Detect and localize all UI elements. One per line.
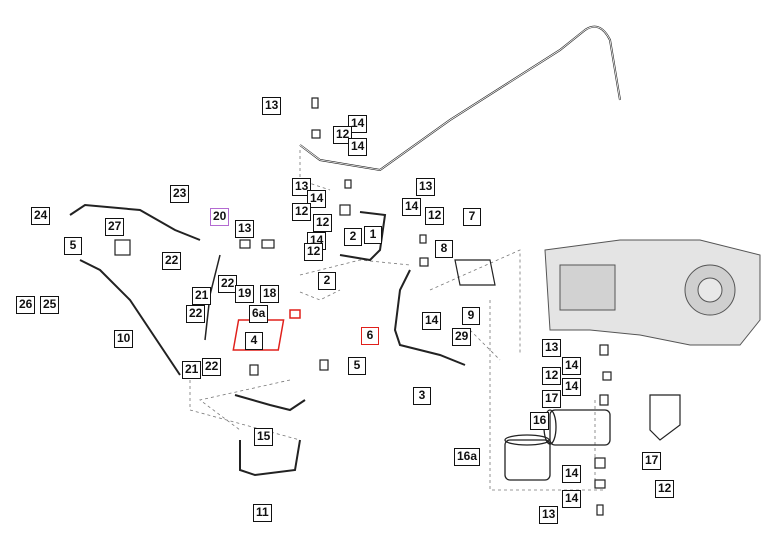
- callout-box: 12: [292, 203, 312, 221]
- callout-box: 16a: [454, 448, 481, 466]
- callout-box: 22: [218, 275, 238, 293]
- callout-box: 16: [530, 412, 550, 430]
- callout-box: 10: [114, 330, 134, 348]
- callout-box: 20: [210, 208, 230, 226]
- filter-16a: [504, 434, 551, 481]
- callout-box: 17: [542, 390, 562, 408]
- callout-box: 24: [31, 207, 51, 225]
- callout-box: 9: [462, 307, 480, 325]
- callout-box: 12: [425, 207, 445, 225]
- callout-box: 14: [562, 357, 582, 375]
- callout-box: 14: [307, 190, 327, 208]
- transmission-housing: [544, 239, 761, 346]
- callout-box: 12: [313, 214, 333, 232]
- callout-box: 6: [361, 327, 379, 345]
- callout-box: 25: [40, 296, 60, 314]
- callout-box: 29: [452, 328, 472, 346]
- callout-box: 12: [304, 243, 324, 261]
- tube-15: [234, 394, 306, 412]
- callout-box: 12: [333, 126, 353, 144]
- callout-box: 14: [402, 198, 422, 216]
- callout-box: 17: [642, 452, 662, 470]
- callout-box: 12: [655, 480, 675, 498]
- callout-box: 7: [463, 208, 481, 226]
- callout-box: 14: [348, 138, 368, 156]
- callout-box: 18: [260, 285, 280, 303]
- callout-box: 23: [170, 185, 190, 203]
- callout-box: 14: [422, 312, 442, 330]
- callout-box: 11: [253, 504, 272, 522]
- callout-box: 5: [64, 237, 82, 255]
- filter-16: [543, 409, 611, 446]
- callout-box: 21: [182, 361, 202, 379]
- callout-box: 13: [235, 220, 255, 238]
- callout-box: 12: [542, 367, 562, 385]
- callout-box: 6a: [249, 305, 269, 323]
- tube-3: [393, 269, 466, 366]
- callout-box: 2: [344, 228, 362, 246]
- callout-box: 5: [348, 357, 366, 375]
- tube-23: [69, 203, 201, 241]
- callout-box: 14: [562, 465, 582, 483]
- callout-box: 2: [318, 272, 336, 290]
- callout-box: 14: [562, 378, 582, 396]
- bracket-7: [454, 259, 496, 286]
- callout-box: 14: [348, 115, 368, 133]
- callout-box: 4: [245, 332, 263, 350]
- tube-10: [79, 259, 181, 376]
- callout-box: 22: [186, 305, 206, 323]
- callout-box: 19: [235, 285, 255, 303]
- tube-1: [339, 211, 387, 262]
- fittings: [114, 97, 612, 516]
- callout-box: 3: [413, 387, 431, 405]
- callout-box: 15: [254, 428, 274, 446]
- callout-box: 26: [16, 296, 36, 314]
- callout-box: 21: [192, 287, 212, 305]
- small-bracket: [649, 394, 681, 441]
- callout-box: 13: [542, 339, 562, 357]
- callout-box: 13: [262, 97, 282, 115]
- callout-box: 22: [202, 358, 222, 376]
- callout-box: 14: [562, 490, 582, 508]
- callout-box: 13: [416, 178, 436, 196]
- callout-box: 22: [162, 252, 182, 270]
- callout-box: 1: [364, 226, 382, 244]
- callout-box: 13: [292, 178, 312, 196]
- tube-11: [239, 439, 301, 477]
- callout-box: 27: [105, 218, 125, 236]
- callout-box: 8: [435, 240, 453, 258]
- callout-box: 13: [539, 506, 559, 524]
